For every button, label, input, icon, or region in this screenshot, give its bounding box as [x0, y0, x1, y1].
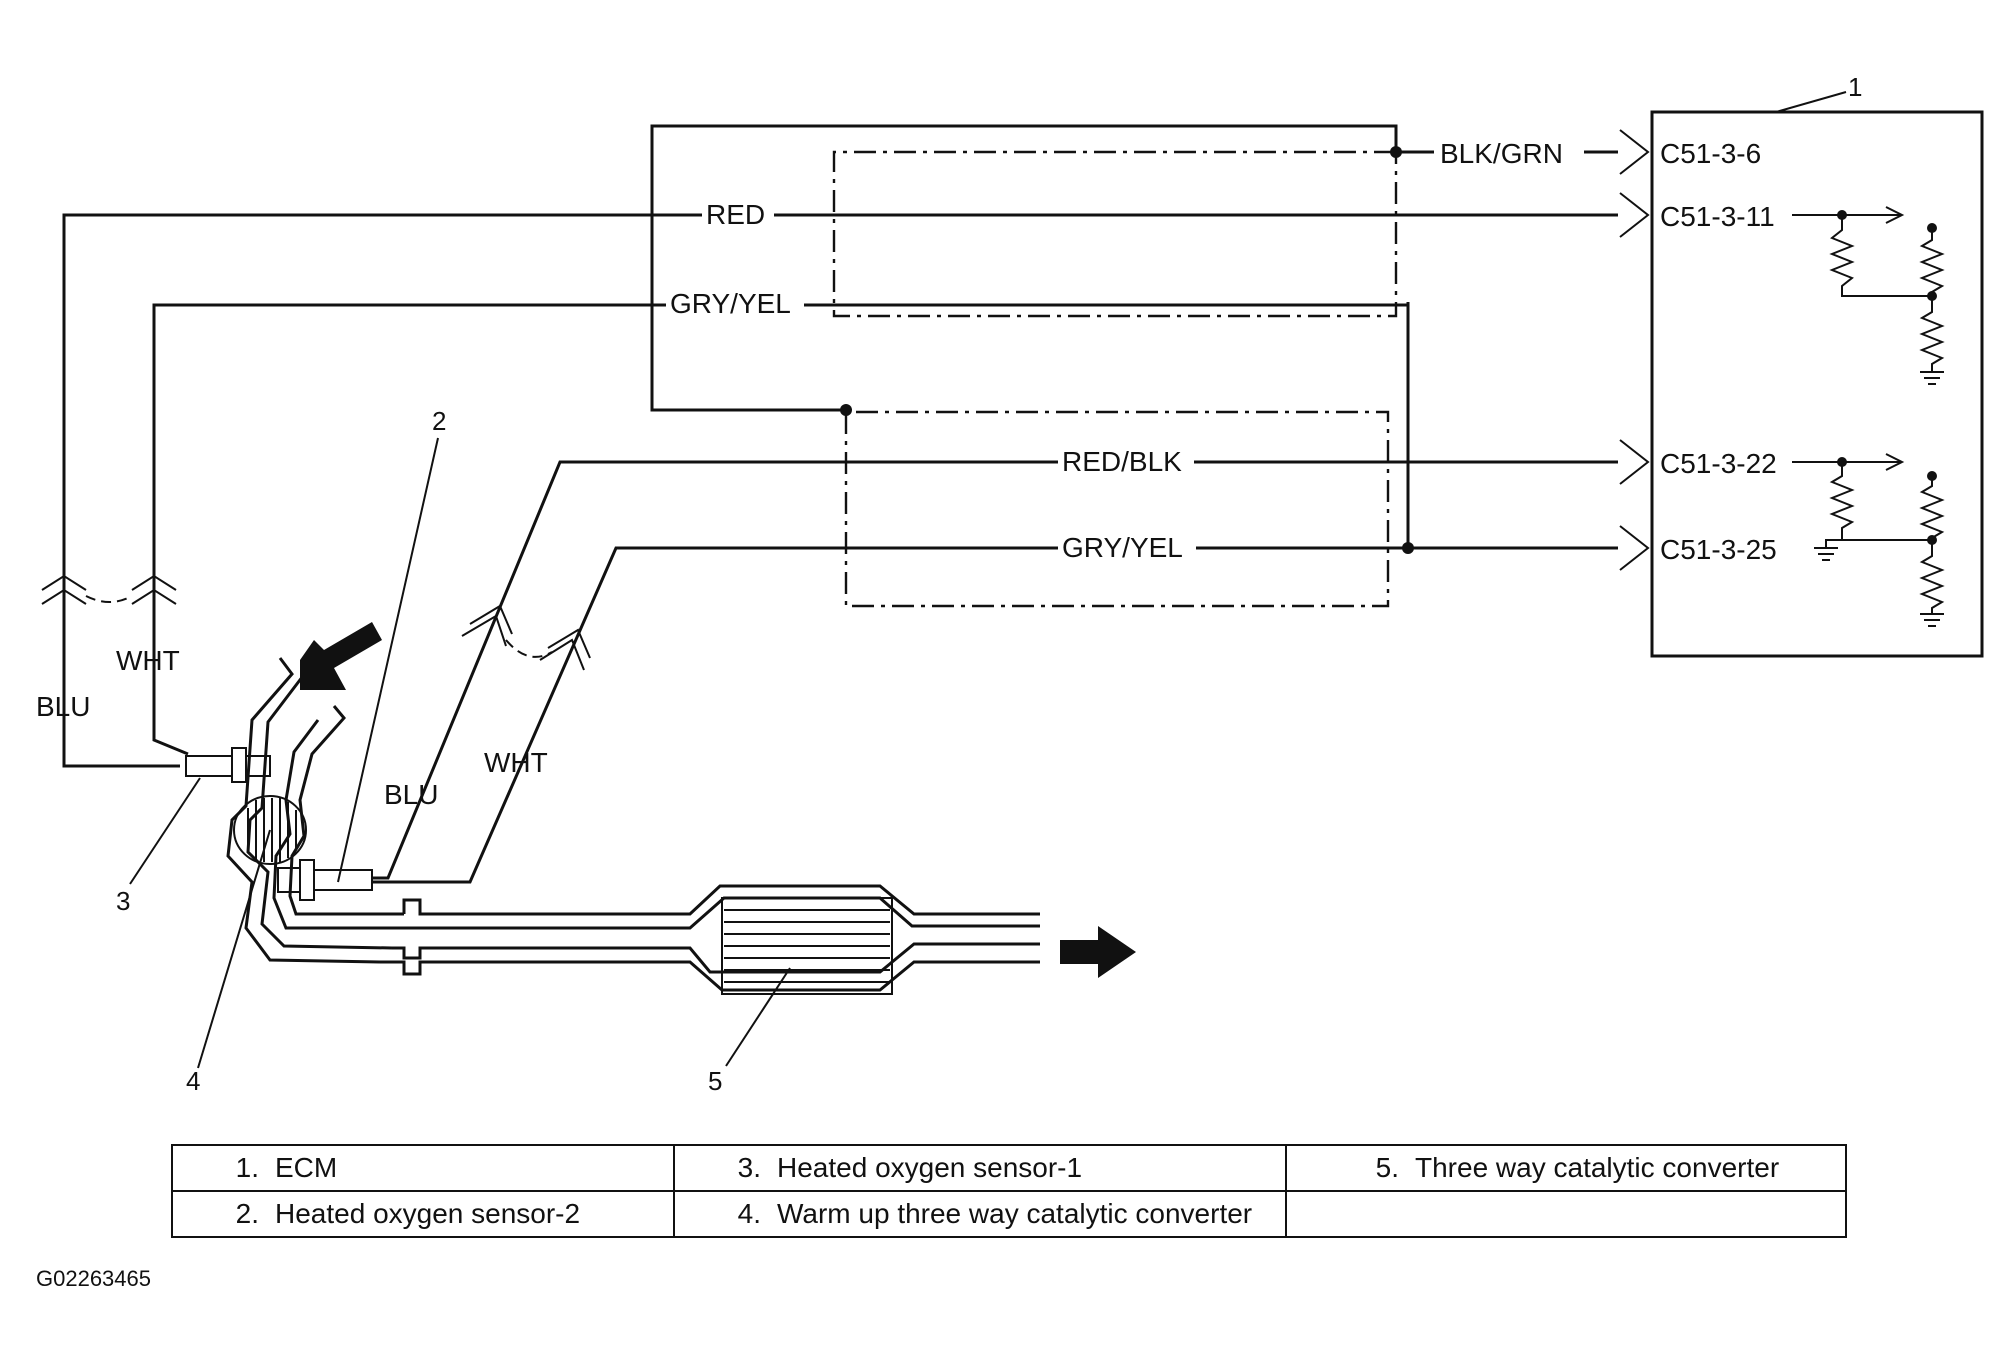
wire-label-red-blk: RED/BLK: [1062, 446, 1182, 477]
three-way-catalytic-converter: [721, 897, 893, 995]
terminal-fork-2: [1619, 192, 1650, 238]
ecm-internal-circuit-b: [1792, 453, 1945, 627]
wire-label-blk-grn: BLK/GRN: [1440, 138, 1563, 169]
legend-number: 1.: [235, 1152, 259, 1183]
callout-1: 1: [1848, 72, 1862, 102]
legend-text: ECM: [275, 1152, 338, 1183]
legend-text: Warm up three way catalytic converter: [777, 1198, 1253, 1229]
legend-text: Heated oxygen sensor-1: [777, 1152, 1083, 1183]
legend-cell: 5. Three way catalytic converter: [1285, 1144, 1847, 1192]
shield-outlines: [832, 150, 1398, 608]
terminal-label-c51-3-25: C51-3-25: [1660, 534, 1777, 565]
terminal-label-c51-3-11: C51-3-11: [1660, 201, 1775, 232]
exhaust-system: [185, 622, 1136, 995]
ecm-box: [1619, 91, 1984, 658]
legend-table: 1. ECM 3. Heated oxygen sensor-1 5. Three w…: [171, 1144, 1847, 1238]
callout-5: 5: [708, 1066, 722, 1096]
warm-up-catalytic-converter: [233, 795, 307, 865]
heated-oxygen-sensor-1: [185, 755, 233, 777]
wire-label-gry-yel-2: GRY/YEL: [1062, 532, 1183, 563]
callout-3: 3: [116, 886, 130, 916]
legend-number: 5.: [1375, 1152, 1399, 1183]
legend-cell: 2. Heated oxygen sensor-2: [171, 1190, 675, 1238]
outlet-flow-arrow: [1060, 926, 1136, 978]
legend-number: 2.: [235, 1198, 259, 1229]
wire-label-gry-yel-1: GRY/YEL: [670, 288, 791, 319]
legend-number: 3.: [737, 1152, 761, 1183]
wire-label-red: RED: [706, 199, 765, 230]
callout-2: 2: [432, 406, 446, 436]
wire-label-wht-1: WHT: [116, 645, 180, 676]
figure-id: G02263465: [36, 1266, 151, 1291]
legend-cell: [1285, 1190, 1847, 1238]
terminal-fork-4: [1619, 525, 1650, 571]
legend-text: Three way catalytic converter: [1415, 1152, 1780, 1183]
legend-cell: 4. Warm up three way catalytic converter: [673, 1190, 1287, 1238]
legend-text: Heated oxygen sensor-2: [275, 1198, 581, 1229]
wire-label-wht-2: WHT: [484, 747, 548, 778]
legend-row: 1. ECM 3. Heated oxygen sensor-1 5. Three w…: [171, 1144, 1847, 1192]
terminal-fork-3: [1619, 439, 1650, 485]
ecm-internal-circuit-a: [1792, 206, 1945, 385]
legend-cell: 1. ECM: [171, 1144, 675, 1192]
connector-sensor2: [461, 604, 591, 671]
legend-number: 4.: [737, 1198, 761, 1229]
connector-sensor1: [41, 574, 177, 605]
callout-4: 4: [186, 1066, 200, 1096]
wiring-harness: [41, 124, 1618, 884]
callout-leaders: [129, 437, 791, 1069]
legend-cell: 3. Heated oxygen sensor-1: [673, 1144, 1287, 1192]
terminal-fork-1: [1619, 129, 1650, 175]
inlet-flow-arrow: [300, 622, 382, 690]
heated-oxygen-sensor-2: [313, 869, 373, 891]
terminal-label-c51-3-22: C51-3-22: [1660, 448, 1777, 479]
wire-label-blu-2: BLU: [384, 779, 438, 810]
legend-row: 2. Heated oxygen sensor-2 4. Warm up three…: [171, 1190, 1847, 1238]
wire-label-blu-1: BLU: [36, 691, 90, 722]
terminal-label-c51-3-6: C51-3-6: [1660, 138, 1761, 169]
